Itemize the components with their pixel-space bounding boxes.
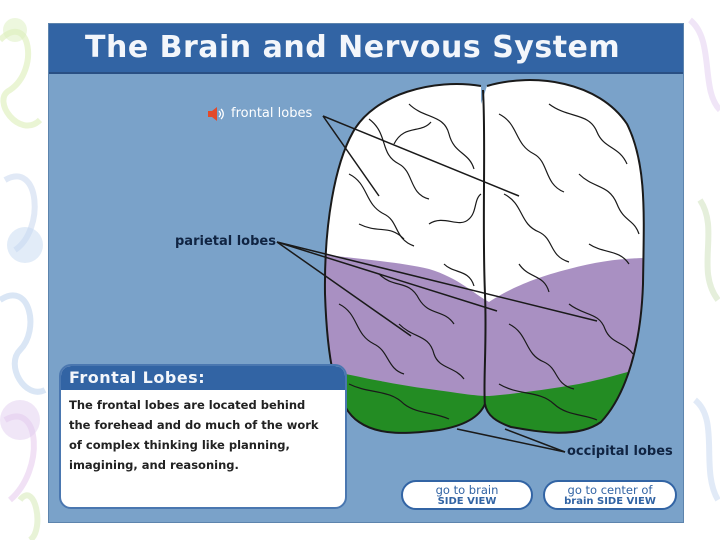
info-line: imagining, and reasoning. xyxy=(69,458,239,472)
info-header: Frontal Lobes: xyxy=(61,366,345,390)
parietal-lobes-label[interactable]: parietal lobes xyxy=(175,234,276,249)
info-line: the forehead and do much of the work xyxy=(69,418,319,432)
occipital-lobes-label[interactable]: occipital lobes xyxy=(567,444,673,459)
info-title: Frontal Lobes: xyxy=(69,368,206,387)
info-description: The frontal lobes are located behind the… xyxy=(69,395,341,475)
button-label-top: go to brain xyxy=(435,483,499,497)
page-title: The Brain and Nervous System xyxy=(85,30,621,65)
button-label-bottom: brain SIDE VIEW xyxy=(564,496,656,507)
button-label-top: go to center of xyxy=(567,483,653,497)
speaker-icon[interactable] xyxy=(207,106,225,122)
brain-illustration xyxy=(276,79,645,453)
info-box: Frontal Lobes: The frontal lobes are loc… xyxy=(59,364,347,509)
info-line: The frontal lobes are located behind xyxy=(69,398,306,412)
brain-panel: The Brain and Nervous System xyxy=(48,23,684,523)
title-bar: The Brain and Nervous System xyxy=(49,24,683,74)
info-line: of complex thinking like planning, xyxy=(69,438,290,452)
frontal-lobes-label[interactable]: frontal lobes xyxy=(231,106,313,121)
go-to-center-of-brain-button[interactable]: go to center of brain SIDE VIEW xyxy=(543,480,677,510)
button-label-bottom: SIDE VIEW xyxy=(437,496,497,507)
go-to-brain-side-view-button[interactable]: go to brain SIDE VIEW xyxy=(401,480,533,510)
